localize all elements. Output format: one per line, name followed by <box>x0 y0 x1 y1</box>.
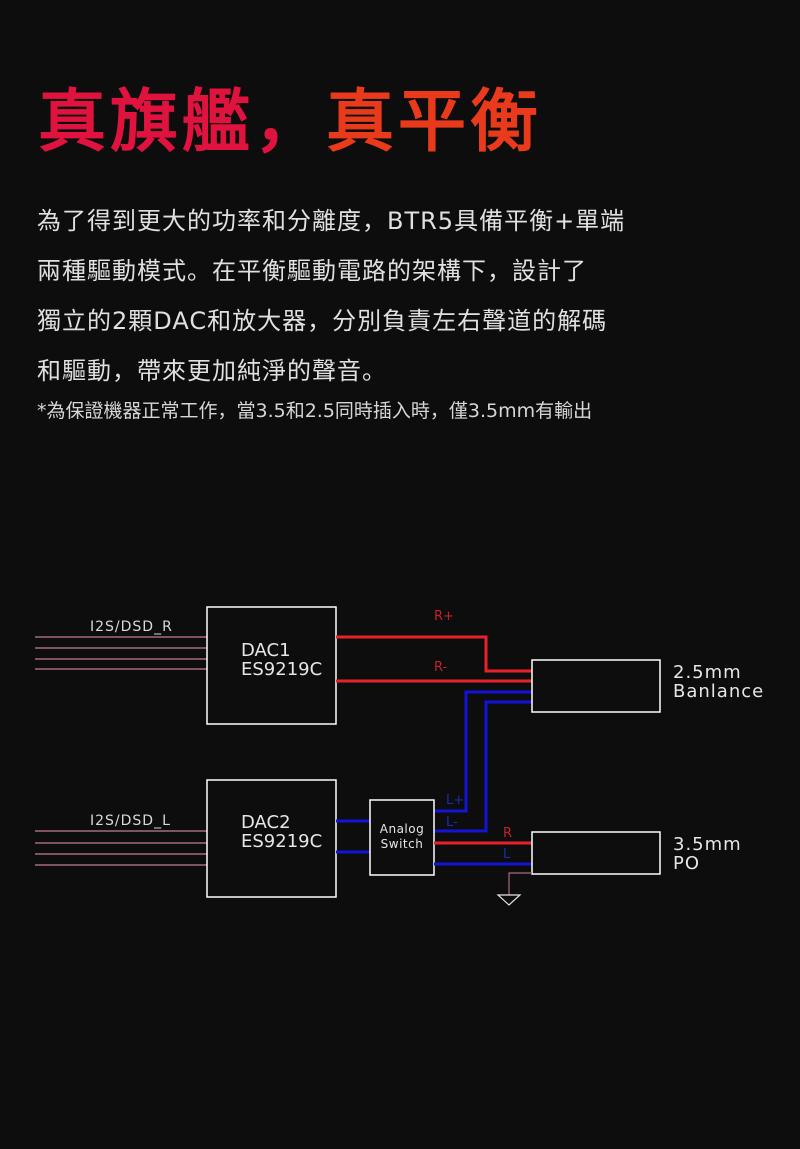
output-3-5mm-box <box>531 831 661 875</box>
ground-symbol-icon <box>496 894 522 906</box>
page-title: 真旗艦，真平衡 <box>38 78 542 168</box>
description-paragraph: 為了得到更大的功率和分離度，BTR5具備平衡+單端 兩種驅動模式。在平衡驅動電路… <box>37 196 737 396</box>
dac1-name: DAC1 <box>241 640 291 661</box>
output-2-5mm-box <box>531 659 661 713</box>
label-r-plus: R+ <box>434 609 454 624</box>
wire-r-plus <box>336 635 532 673</box>
description-line: 為了得到更大的功率和分離度，BTR5具備平衡+單端 <box>37 207 626 235</box>
dac1-model: ES9219C <box>241 659 322 680</box>
output-3-5mm-type: PO <box>673 853 700 874</box>
description-line: 和驅動，帶來更加純淨的聲音。 <box>37 357 387 385</box>
input-label-l: I2S/DSD_L <box>90 813 171 829</box>
input-label-r: I2S/DSD_R <box>90 619 173 635</box>
wire-l-plus <box>434 690 532 813</box>
label-l-plus: L+ <box>446 793 464 808</box>
title-part-flagship: 真旗艦， <box>38 83 327 162</box>
wire-l-minus <box>434 700 532 833</box>
ground-wire <box>508 872 532 895</box>
wires-l-balanced <box>434 690 532 833</box>
label-l-minus: L- <box>446 815 458 830</box>
input-bus-r <box>35 636 207 670</box>
label-r-minus: R- <box>434 660 448 675</box>
description-line: 兩種驅動模式。在平衡驅動電路的架構下，設計了 <box>37 257 587 285</box>
output-3-5mm-size: 3.5mm <box>673 834 742 855</box>
wires-dac2-switch <box>336 819 370 854</box>
footnote: *為保證機器正常工作，當3.5和2.5同時插入時，僅3.5mm有輸出 <box>37 400 593 422</box>
output-2-5mm-type: Banlance <box>673 681 764 702</box>
label-l: L <box>503 847 511 862</box>
output-2-5mm-size: 2.5mm <box>673 662 742 683</box>
label-r: R <box>503 826 512 841</box>
switch-label-2: Switch <box>381 837 424 851</box>
input-bus-l <box>35 830 207 866</box>
wires-r-balanced <box>336 635 532 683</box>
dac2-box <box>206 779 337 898</box>
dac2-name: DAC2 <box>241 812 291 833</box>
title-part-balanced: 真平衡 <box>326 83 543 162</box>
analog-switch-box <box>369 799 435 876</box>
switch-label-1: Analog <box>380 822 424 836</box>
dac1-box <box>206 606 337 725</box>
dac2-model: ES9219C <box>241 831 322 852</box>
description-line: 獨立的2顆DAC和放大器，分別負責左右聲道的解碼 <box>37 307 608 335</box>
